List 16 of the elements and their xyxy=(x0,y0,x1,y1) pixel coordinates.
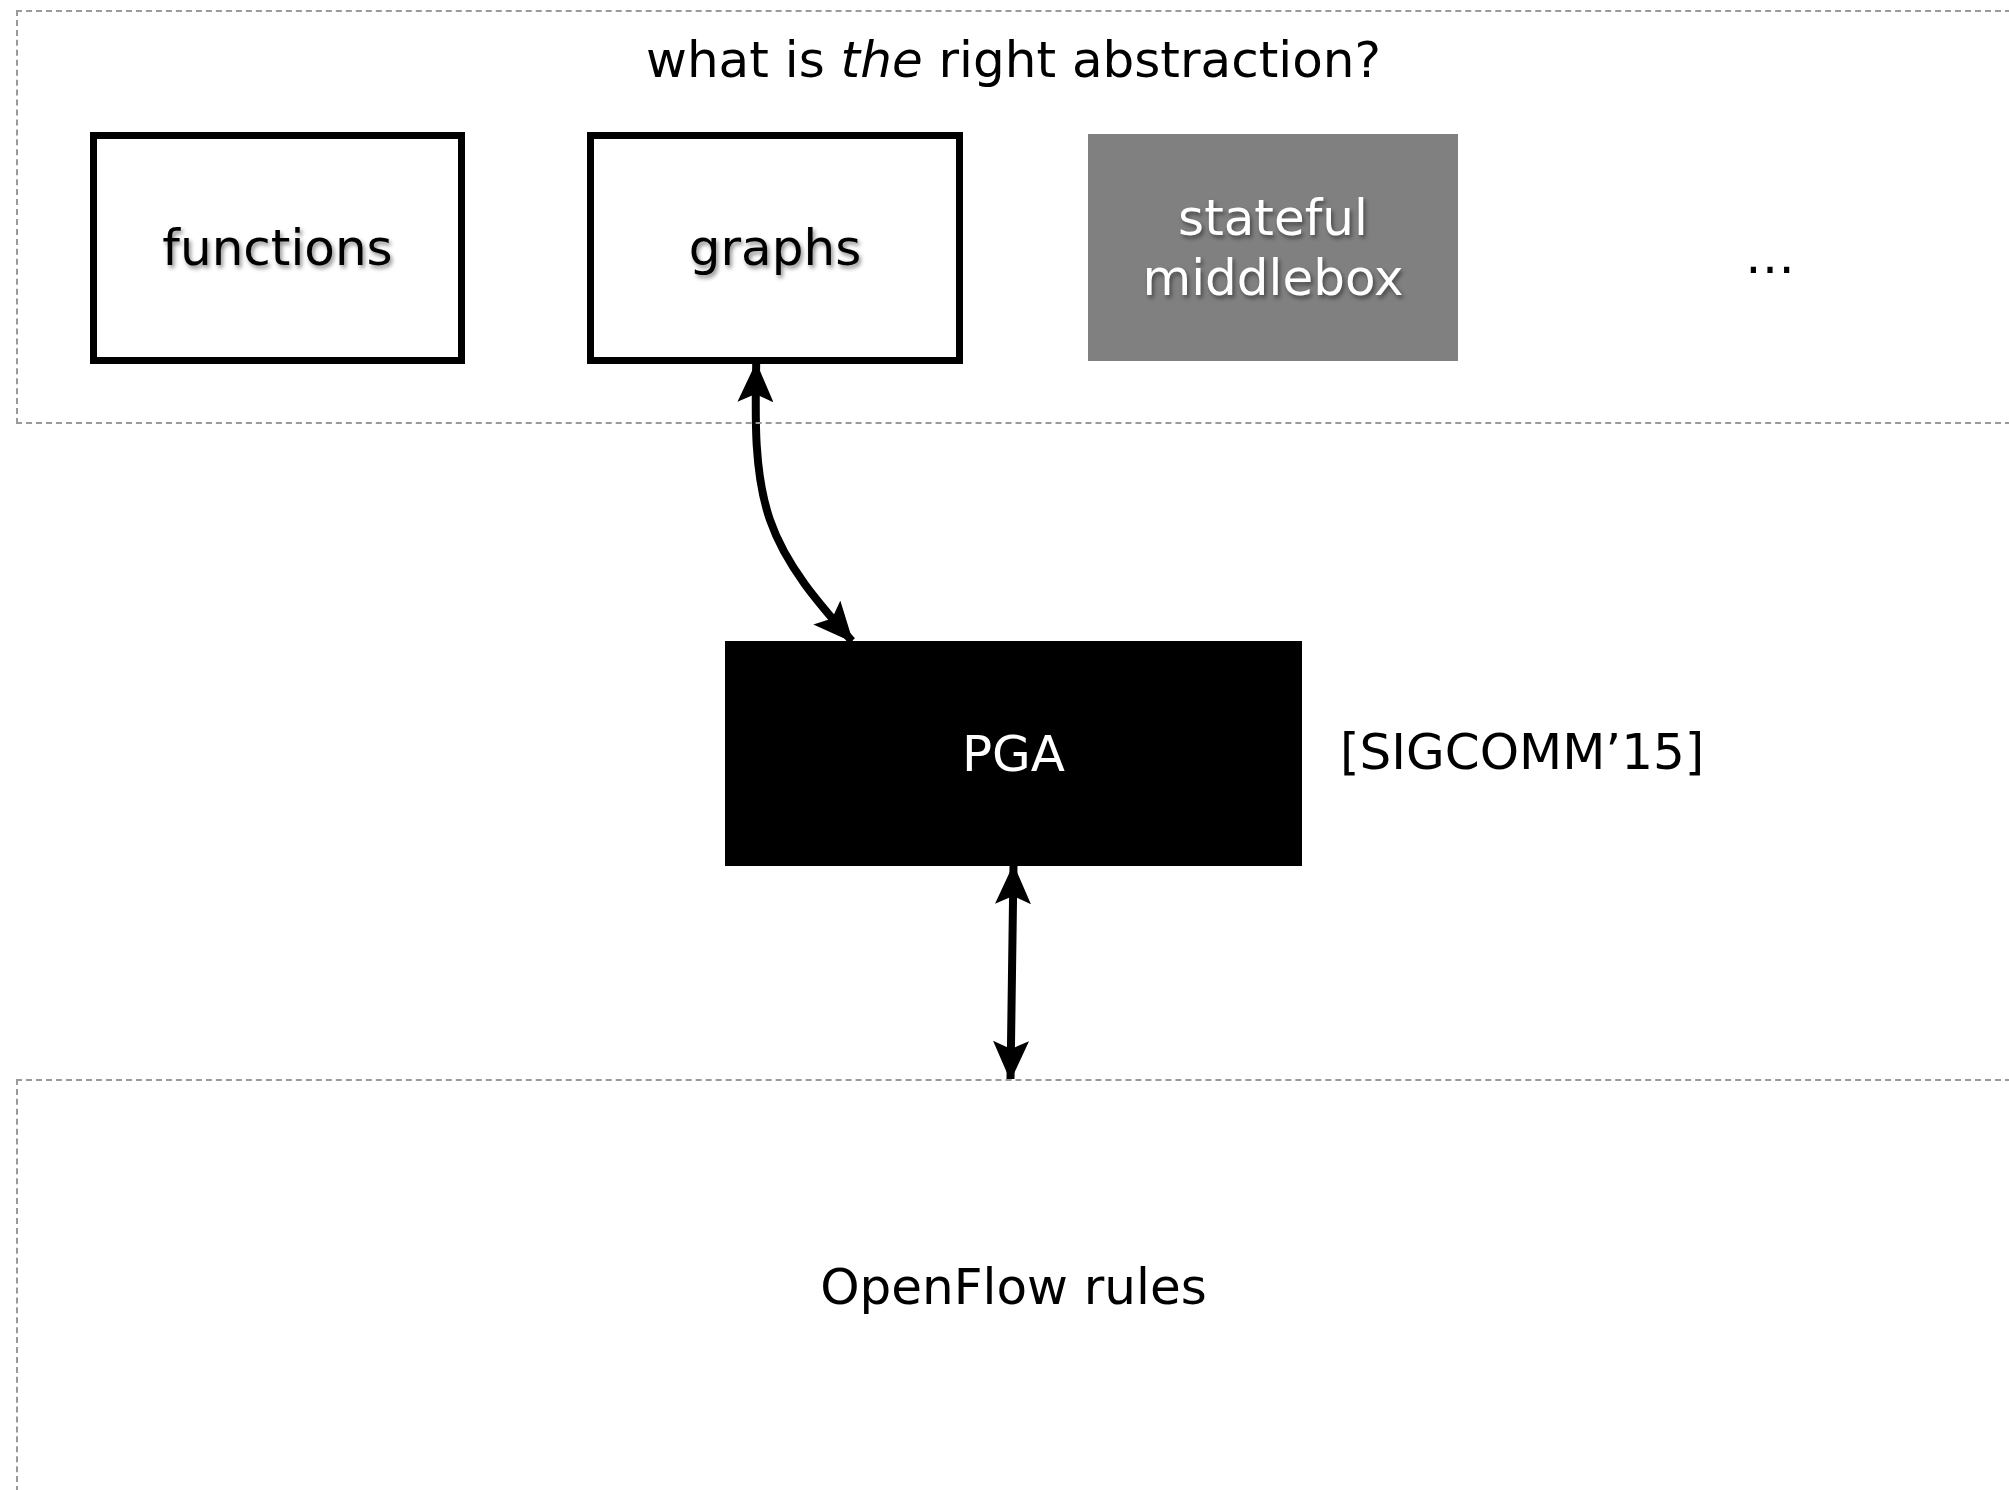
dashed-region xyxy=(16,1079,2009,1490)
double-arrow xyxy=(737,362,855,644)
process-box xyxy=(90,132,465,364)
process-box xyxy=(587,132,963,364)
box-label: functions xyxy=(162,218,393,278)
box-label: graphs xyxy=(688,218,862,278)
citation-label: [SIGCOMM’15] xyxy=(1340,721,1705,782)
region-title: what is the right abstraction? xyxy=(645,30,1382,90)
region-title: OpenFlow rules xyxy=(819,1257,1208,1317)
dashed-region xyxy=(16,10,2009,424)
process-box xyxy=(725,641,1302,866)
process-box xyxy=(1088,134,1458,361)
ellipsis-label: … xyxy=(1745,226,1795,286)
box-label: PGA xyxy=(961,723,1066,784)
double-arrow xyxy=(993,864,1031,1081)
box-label: stateful middlebox xyxy=(1141,187,1405,308)
